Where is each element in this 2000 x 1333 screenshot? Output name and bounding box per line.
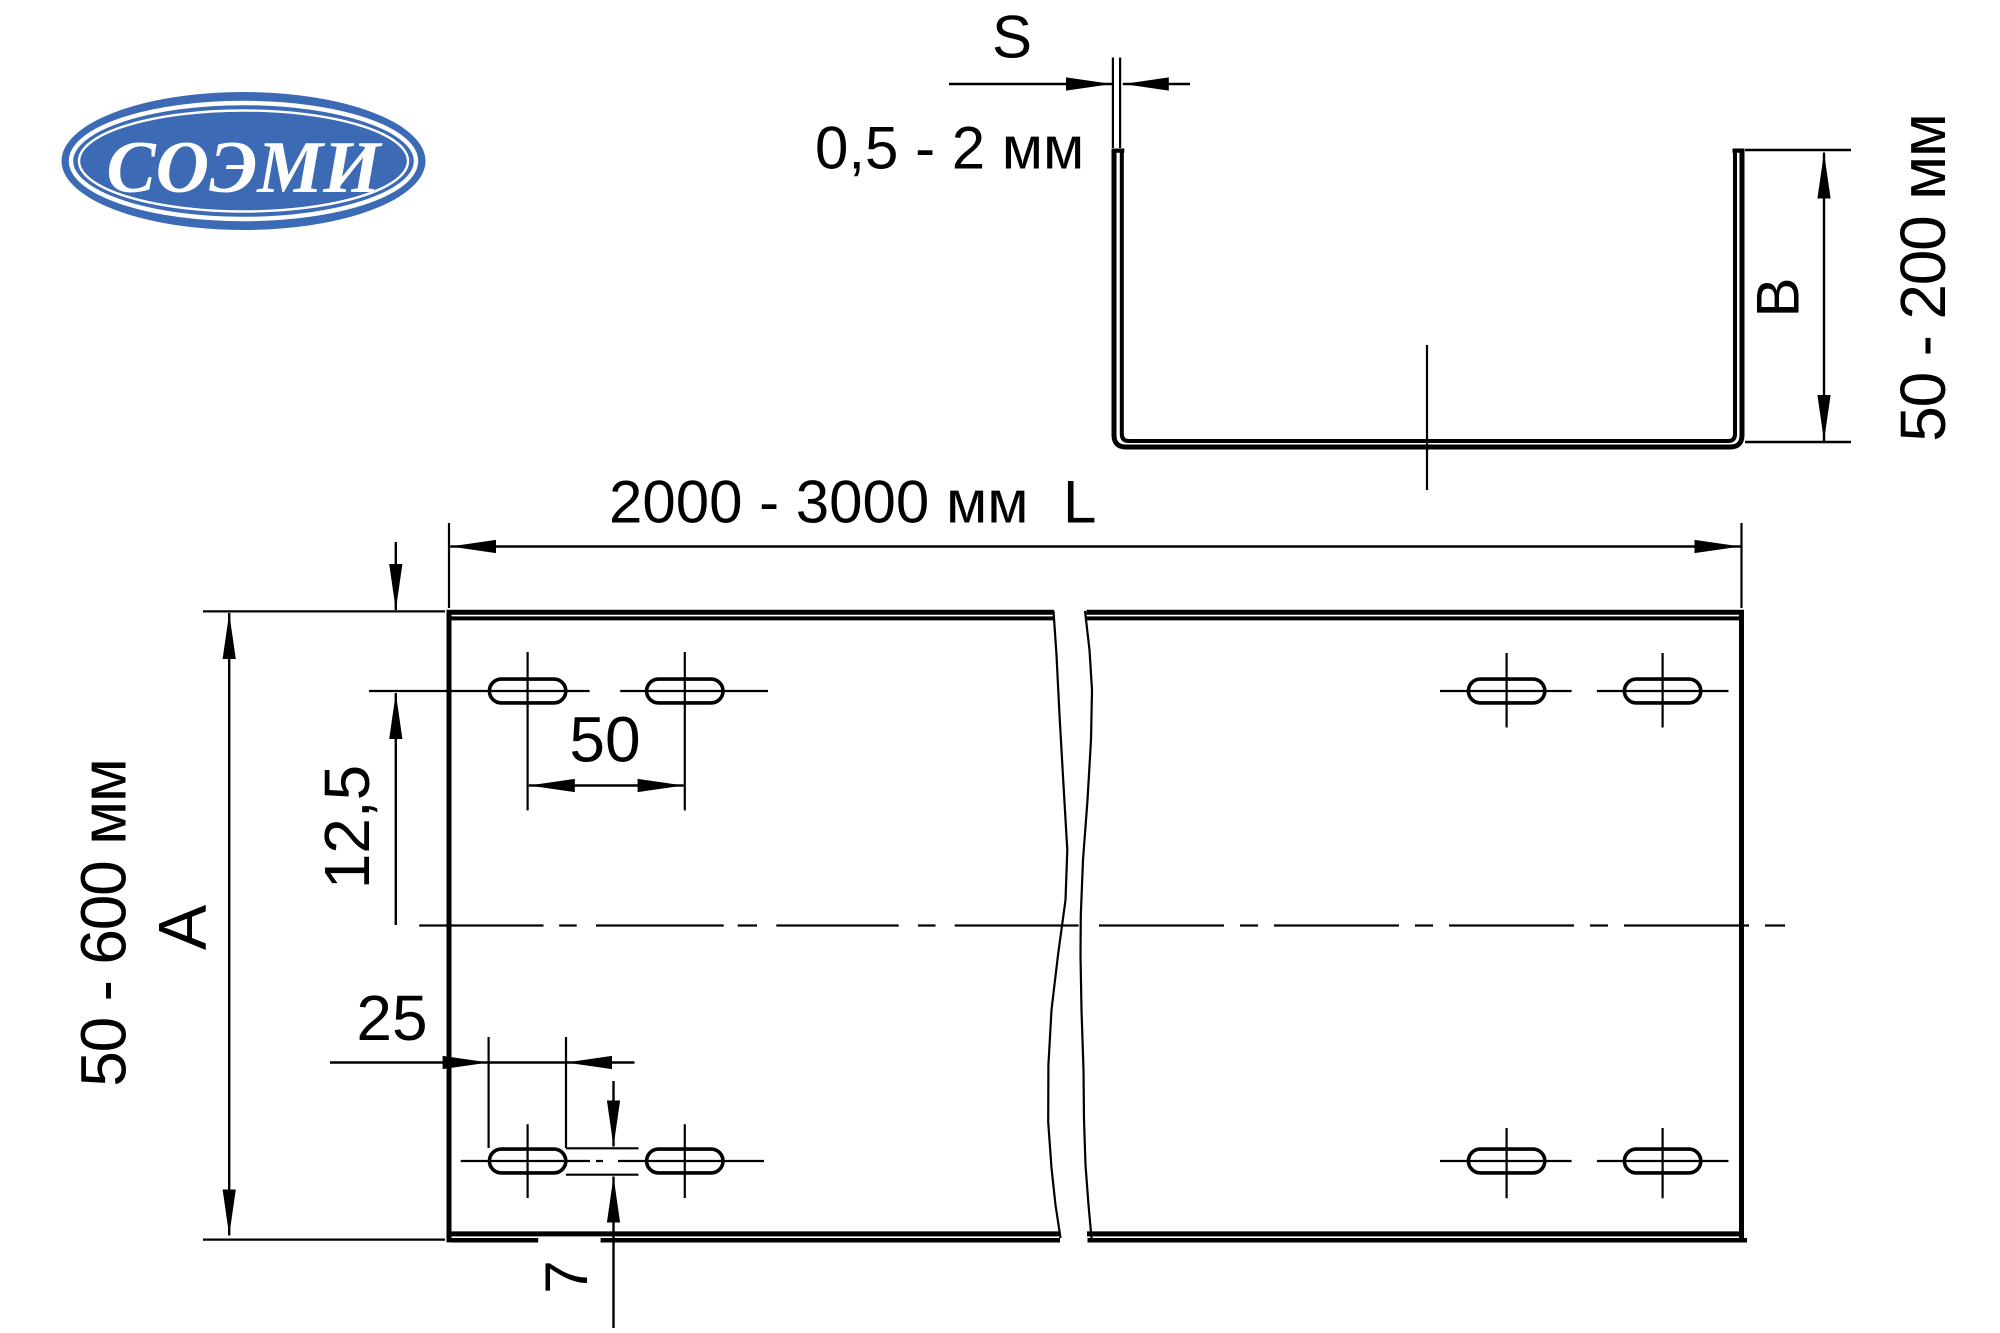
svg-text:2000 - 3000 мм: 2000 - 3000 мм: [609, 469, 1028, 536]
svg-text:B: B: [1744, 277, 1811, 317]
svg-text:50 - 200 мм: 50 - 200 мм: [1887, 114, 1959, 441]
svg-text:S: S: [992, 4, 1032, 71]
svg-text:7: 7: [533, 1260, 600, 1293]
svg-text:50 - 600 мм: 50 - 600 мм: [68, 759, 140, 1086]
svg-text:СОЭМИ: СОЭМИ: [106, 127, 383, 209]
svg-text:А: А: [145, 904, 221, 950]
svg-text:12,5: 12,5: [311, 765, 383, 890]
svg-text:50: 50: [569, 704, 640, 776]
svg-text:0,5 - 2 мм: 0,5 - 2 мм: [815, 115, 1084, 182]
svg-text:25: 25: [356, 982, 427, 1054]
svg-text:L: L: [1063, 469, 1096, 536]
